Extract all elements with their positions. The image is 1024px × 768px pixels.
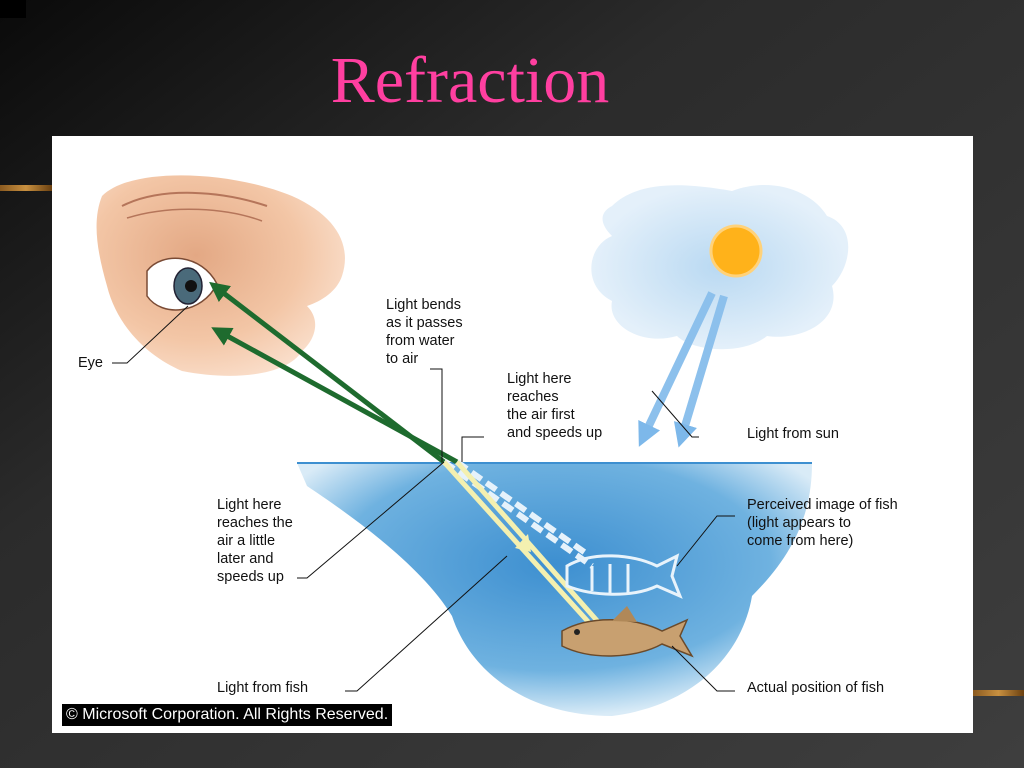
diagram-illustration [96,175,849,716]
label-light-bends: Light bends as it passes from water to a… [386,297,463,367]
label-perceived-image: Perceived image of fish (light appears t… [747,497,898,549]
label-light-from-fish: Light from fish [217,680,309,696]
sun-icon [709,224,763,278]
corner-mark [0,0,26,18]
label-actual-position: Actual position of fish [747,680,885,696]
sun-rays [638,291,728,448]
actual-fish-icon [561,606,694,658]
right-decor-stripe [973,690,1024,696]
water-body [297,462,812,716]
eye-icon [146,257,218,311]
refraction-diagram: Eye Light bends as it passes from water … [52,136,973,733]
perceived-fish-icon [565,553,683,599]
leader-lines [112,305,735,692]
left-decor-stripe [0,185,52,191]
perceived-rays [442,459,594,569]
label-reaches-air-first: Light here reaches the air first and spe… [507,371,603,441]
label-reaches-air-later: Light here reaches the air a little late… [217,497,293,585]
slide-title: Refraction [330,44,610,117]
label-light-from-sun: Light from sun [747,426,839,442]
label-eye: Eye [78,355,103,371]
copyright-notice: © Microsoft Corporation. All Rights Rese… [62,704,393,726]
refracted-rays-to-eye [209,281,459,465]
face-illustration [96,175,345,376]
light-from-fish-rays [442,460,602,628]
